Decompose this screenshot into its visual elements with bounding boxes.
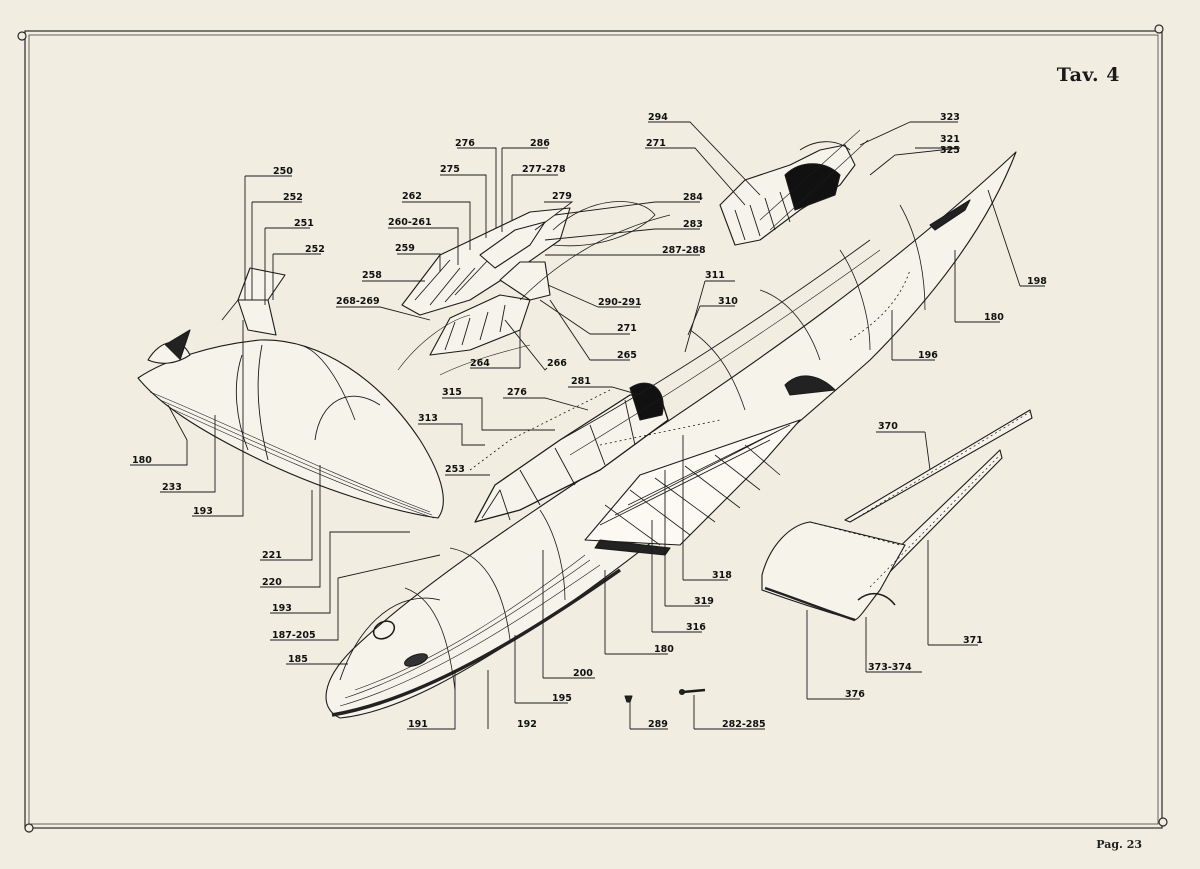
callout-180-b: 180 <box>654 644 674 655</box>
callout-252-b: 252 <box>305 244 325 255</box>
plate-title: Tav. 4 <box>1056 64 1120 86</box>
page-number: Pag. 23 <box>1096 838 1142 851</box>
wing-panels-drawing <box>761 409 1033 622</box>
callout-185: 185 <box>288 654 308 665</box>
callout-253: 253 <box>445 464 465 475</box>
callout-258: 258 <box>362 270 382 281</box>
callout-277-278: 277-278 <box>522 164 566 175</box>
callout-187-205: 187-205 <box>272 630 316 641</box>
small-parts-drawing <box>624 688 706 703</box>
callout-371: 371 <box>963 635 983 646</box>
callout-311: 311 <box>705 270 725 281</box>
callout-284: 284 <box>683 192 703 203</box>
callout-325: 325 <box>940 145 960 156</box>
callout-252-a: 252 <box>283 192 303 203</box>
callout-370: 370 <box>878 421 898 432</box>
callout-labels: 180 233 193 221 220 193 187-205 185 191 … <box>132 112 1047 730</box>
callout-313: 313 <box>418 413 438 424</box>
callout-251: 251 <box>294 218 314 229</box>
callout-268-269: 268-269 <box>336 296 380 307</box>
callout-260-261: 260-261 <box>388 217 432 228</box>
callout-196: 196 <box>918 350 938 361</box>
callout-290-291: 290-291 <box>598 297 642 308</box>
callout-294: 294 <box>648 112 668 123</box>
nose-section-drawing <box>137 267 444 519</box>
canopy-exploded-drawing <box>397 201 671 376</box>
callout-310: 310 <box>718 296 738 307</box>
callout-265: 265 <box>617 350 637 361</box>
callout-318: 318 <box>712 570 732 581</box>
leader-lines <box>130 121 1045 730</box>
callout-276-b: 276 <box>507 387 527 398</box>
callout-276-a: 276 <box>455 138 475 149</box>
callout-287-288: 287-288 <box>662 245 706 256</box>
callout-200: 200 <box>573 668 593 679</box>
callout-198: 198 <box>1027 276 1047 287</box>
callout-271-a: 271 <box>617 323 637 334</box>
callout-271-b: 271 <box>646 138 666 149</box>
callout-319: 319 <box>694 596 714 607</box>
callout-180-c: 180 <box>984 312 1004 323</box>
callout-315: 315 <box>442 387 462 398</box>
page-frame <box>17 24 1168 833</box>
callout-233: 233 <box>162 482 182 493</box>
callout-221: 221 <box>262 550 282 561</box>
callout-180-a: 180 <box>132 455 152 466</box>
callout-282-285: 282-285 <box>722 719 766 730</box>
main-fuselage-drawing <box>325 151 1017 719</box>
callout-192: 192 <box>517 719 537 730</box>
callout-262: 262 <box>402 191 422 202</box>
callout-193-a: 193 <box>193 506 213 517</box>
callout-316: 316 <box>686 622 706 633</box>
callout-321: 321 <box>940 134 960 145</box>
callout-376: 376 <box>845 689 865 700</box>
callout-250: 250 <box>273 166 293 177</box>
callout-323: 323 <box>940 112 960 123</box>
callout-259: 259 <box>395 243 415 254</box>
callout-266: 266 <box>547 358 567 369</box>
cockpit-detail-drawing <box>719 129 869 246</box>
callout-283: 283 <box>683 219 703 230</box>
callout-281: 281 <box>571 376 591 387</box>
callout-286: 286 <box>530 138 550 149</box>
callout-373-374: 373-374 <box>868 662 912 673</box>
callout-191: 191 <box>408 719 428 730</box>
callout-195: 195 <box>552 693 572 704</box>
callout-220: 220 <box>262 577 282 588</box>
callout-193-b: 193 <box>272 603 292 614</box>
callout-275: 275 <box>440 164 460 175</box>
callout-264: 264 <box>470 358 490 369</box>
callout-279: 279 <box>552 191 572 202</box>
callout-289: 289 <box>648 719 668 730</box>
